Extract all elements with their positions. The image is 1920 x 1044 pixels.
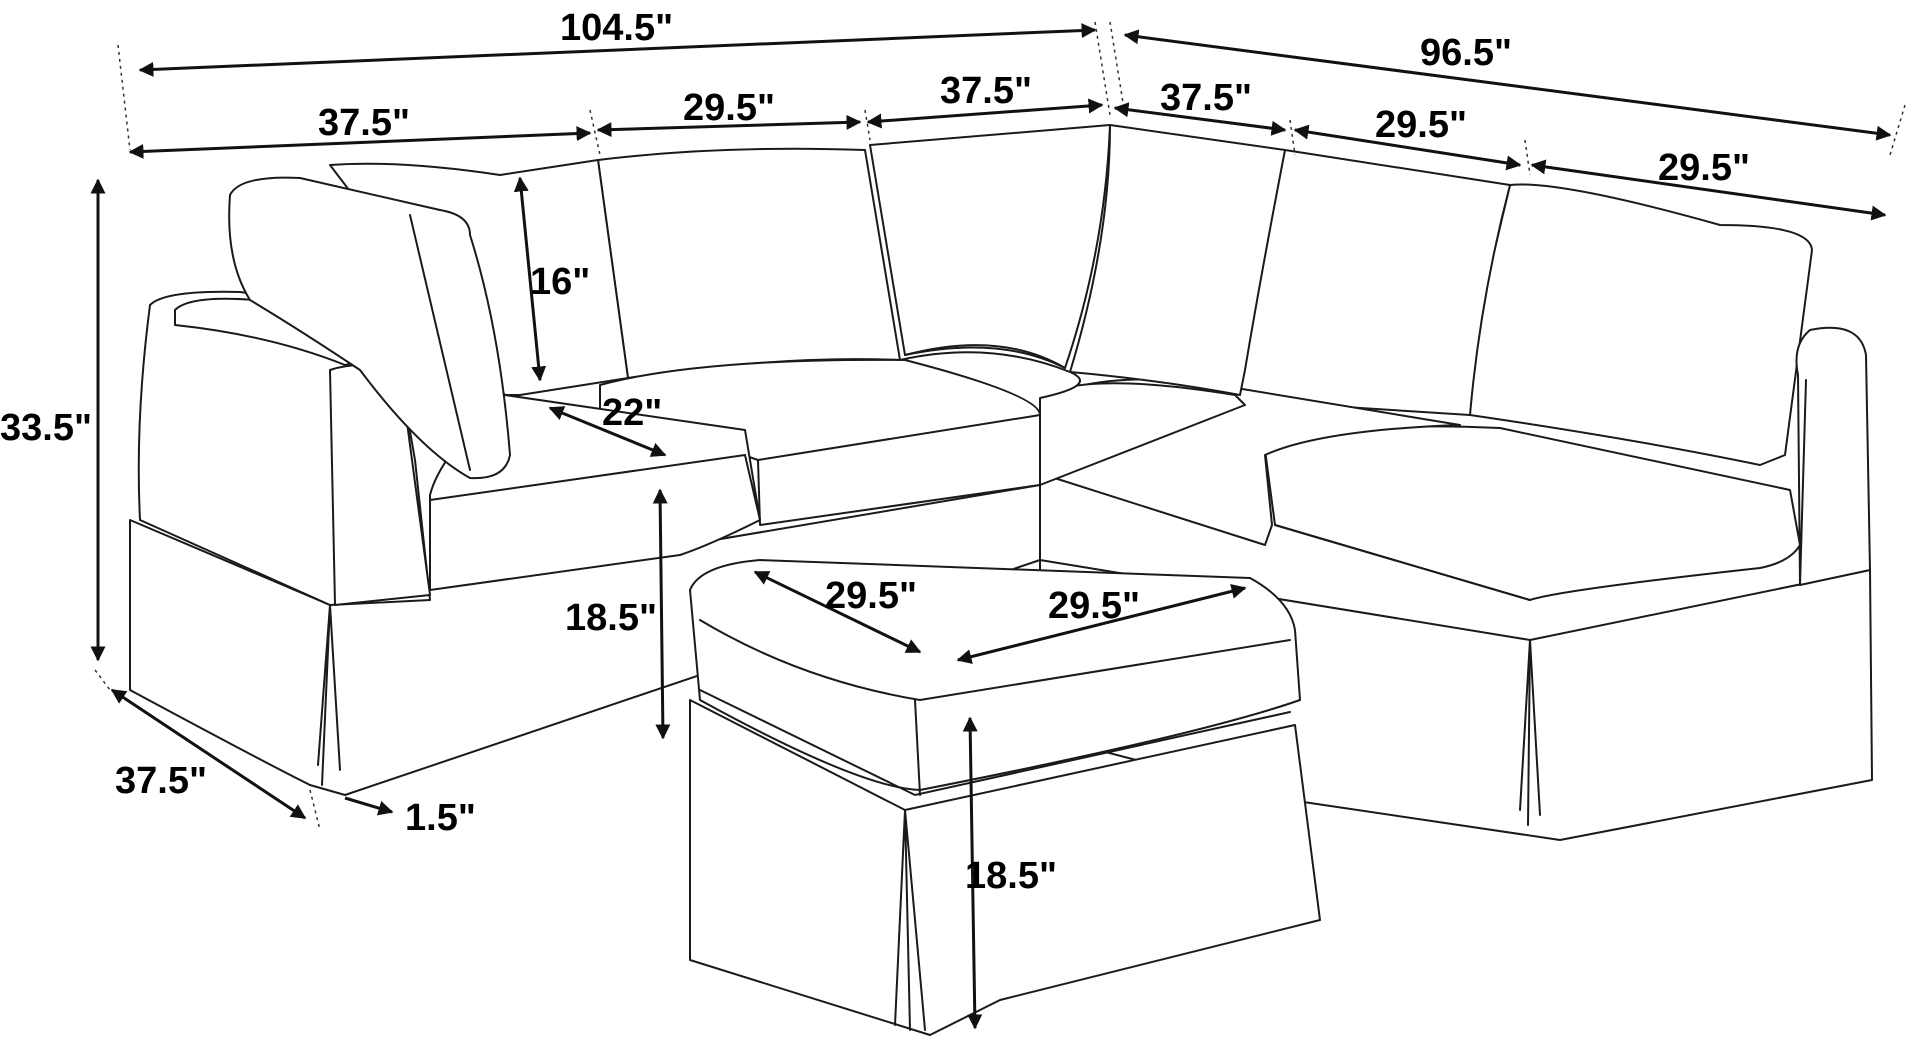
dim-line-seg-right-3: [1530, 159, 1887, 221]
center-back-cushion: [597, 147, 901, 379]
corner-back-cushion: [1069, 124, 1286, 396]
label-depth: 37.5": [115, 760, 207, 802]
label-height-total: 33.5": [0, 407, 92, 449]
label-seg-right-1: 37.5": [1160, 77, 1252, 119]
sofa-drawing: [129, 124, 1873, 1036]
label-seg-left-2: 29.5": [683, 87, 775, 129]
dimension-labels: 104.5" 96.5" 37.5" 29.5" 37.5" 37.5" 29.…: [0, 7, 1750, 897]
throw-pillow: [228, 176, 511, 480]
dim-line-seat-depth: [548, 406, 667, 457]
label-seg-left-1: 37.5": [318, 102, 410, 144]
dim-line-skirt-gap: [344, 796, 394, 816]
dim-line-ottoman-2: [956, 584, 1247, 664]
label-total-width-left: 104.5": [560, 7, 673, 49]
dimension-lines: [90, 21, 1906, 1030]
right-arm: [1795, 326, 1871, 586]
right-back-cushion: [1457, 183, 1813, 466]
dim-line-total-left: [138, 23, 1097, 77]
label-seg-left-3: 37.5": [940, 70, 1032, 112]
dim-line-seg-left-2: [596, 114, 862, 138]
dim-line-seg-right-1: [1113, 102, 1287, 136]
label-back-height: 16": [530, 261, 590, 303]
label-total-width-right: 96.5": [1420, 32, 1512, 74]
label-ottoman-width-1: 29.5": [825, 575, 917, 617]
corner-back-left: [869, 124, 1111, 369]
label-seg-right-3: 29.5": [1658, 147, 1750, 189]
dim-line-seg-left-3: [866, 98, 1104, 129]
left-seat-cushion: [429, 394, 761, 591]
dim-line-depth: [110, 688, 307, 820]
label-ottoman-width-2: 29.5": [1048, 585, 1140, 627]
dim-line-back-height: [513, 176, 547, 382]
label-skirt-gap: 1.5": [405, 797, 476, 839]
label-ottoman-height: 18.5": [965, 855, 1057, 897]
dim-line-seg-left-1: [128, 126, 592, 159]
dim-line-seg-right-2: [1293, 124, 1522, 171]
dim-line-total-right: [1123, 29, 1892, 141]
dim-line-seat-height: [652, 488, 671, 740]
label-seat-height: 18.5": [565, 597, 657, 639]
dim-line-ottoman-1: [753, 570, 922, 654]
label-seg-right-2: 29.5": [1375, 104, 1467, 146]
label-seat-depth: 22": [602, 392, 662, 434]
dim-line-ottoman-height: [962, 716, 983, 1030]
